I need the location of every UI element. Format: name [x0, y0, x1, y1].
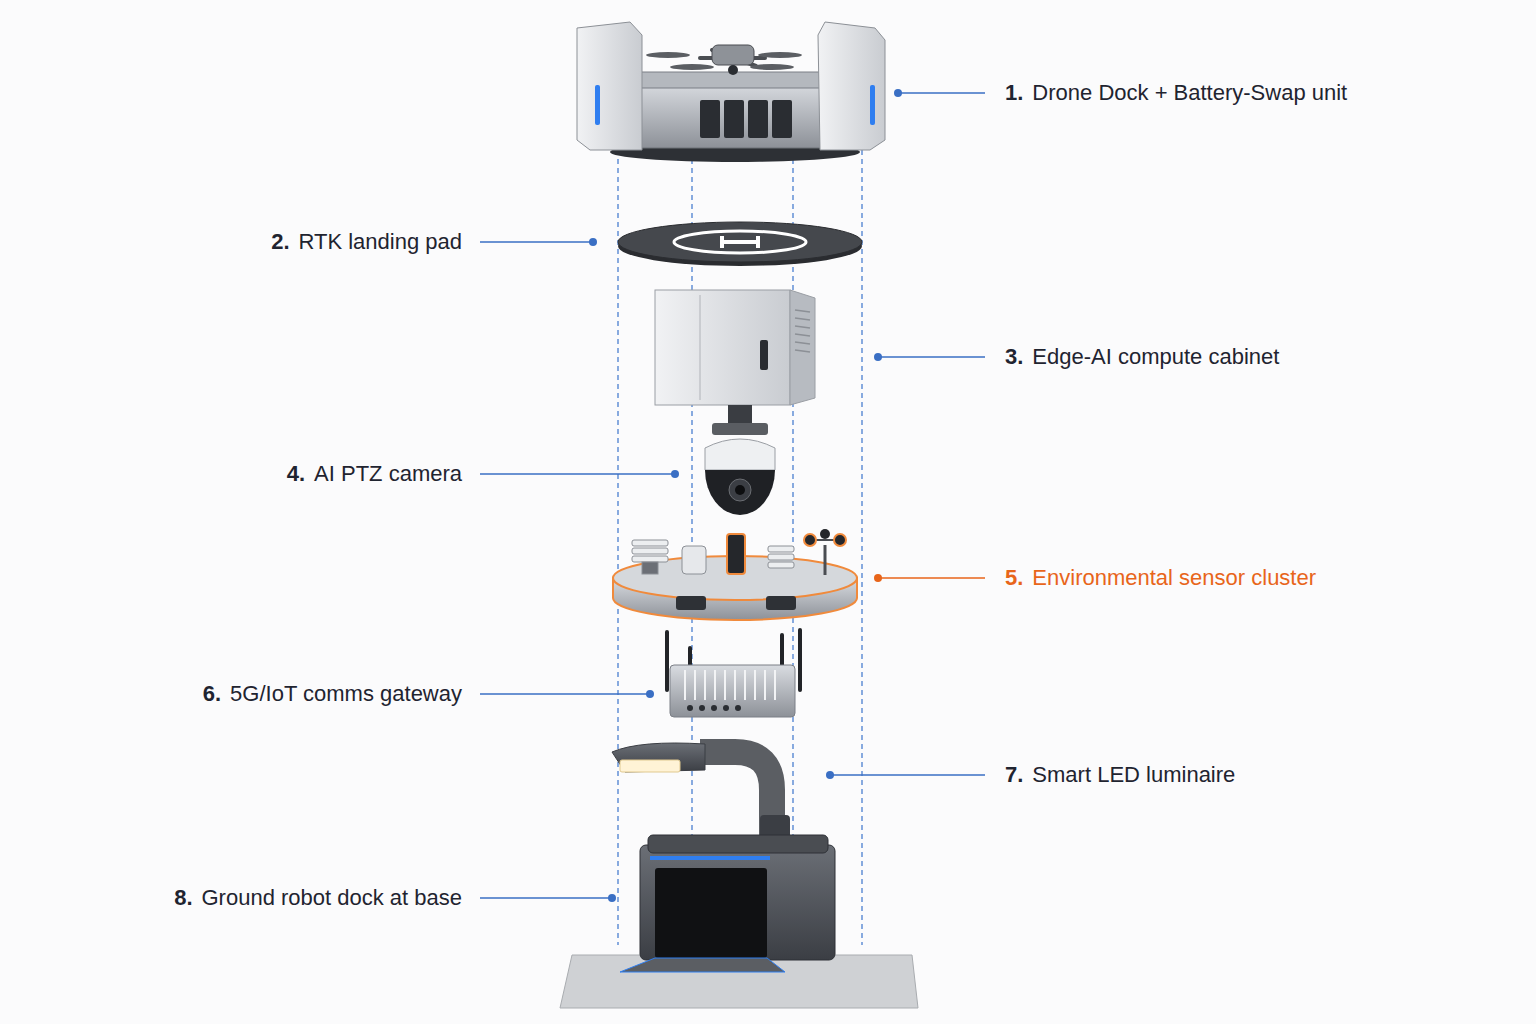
callout-label: 8. Ground robot dock at base [174, 885, 462, 911]
callout-number: 8. [174, 885, 192, 911]
part-name: Drone Dock + Battery-Swap unit [1032, 80, 1347, 106]
ptz-camera [705, 423, 775, 515]
comms-gateway [667, 630, 800, 717]
sensor-cluster [613, 529, 857, 620]
leader-dots [589, 89, 902, 902]
drone-dock [577, 22, 885, 162]
callout-label: 5. Environmental sensor cluster [1005, 565, 1316, 591]
part-name: RTK landing pad [299, 229, 463, 255]
part-name: Smart LED luminaire [1032, 762, 1235, 788]
landing-pad [618, 222, 862, 266]
callout-label: 1. Drone Dock + Battery-Swap unit [1005, 80, 1347, 106]
callout-number: 2. [271, 229, 289, 255]
robot-dock [620, 835, 835, 972]
callout-label: 4. AI PTZ camera [287, 461, 462, 487]
callout-number: 5. [1005, 565, 1023, 591]
callout-label: 6. 5G/IoT comms gateway [203, 681, 462, 707]
compute-cabinet [655, 290, 815, 423]
callout-number: 7. [1005, 762, 1023, 788]
callout-number: 1. [1005, 80, 1023, 106]
part-name: Environmental sensor cluster [1032, 565, 1316, 591]
callout-label: 7. Smart LED luminaire [1005, 762, 1235, 788]
part-name: Ground robot dock at base [202, 885, 463, 911]
base-plate [560, 955, 918, 1008]
callout-number: 4. [287, 461, 305, 487]
alignment-lines [618, 150, 862, 945]
callout-label: 3. Edge-AI compute cabinet [1005, 344, 1279, 370]
callout-number: 3. [1005, 344, 1023, 370]
part-name: 5G/IoT comms gateway [230, 681, 462, 707]
part-name: Edge-AI compute cabinet [1032, 344, 1279, 370]
part-name: AI PTZ camera [314, 461, 462, 487]
led-luminaire [612, 743, 790, 843]
callout-number: 6. [203, 681, 221, 707]
leader-lines [480, 93, 985, 898]
callout-label: 2. RTK landing pad [271, 229, 462, 255]
